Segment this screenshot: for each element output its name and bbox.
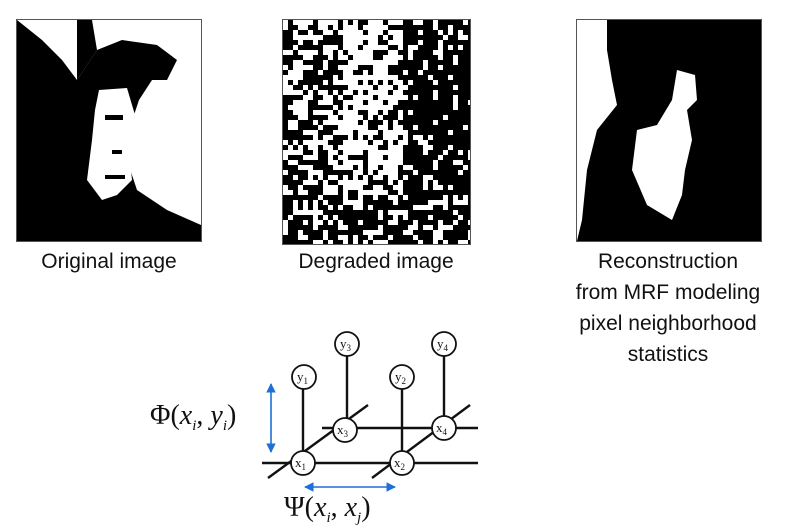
svg-text:x2: x2 <box>394 455 405 472</box>
lattice-edges <box>262 344 478 479</box>
svg-text:y3: y3 <box>340 336 352 353</box>
node-y4: y4 <box>431 331 457 357</box>
caption-reconstruction: Reconstruction from MRF modeling pixel n… <box>575 250 761 366</box>
degraded-image <box>282 19 471 245</box>
node-x2: x2 <box>389 450 415 476</box>
phi-label: Φ(xi, yi) <box>150 400 237 434</box>
node-y1: y1 <box>291 364 317 390</box>
svg-text:y1: y1 <box>297 369 308 386</box>
svg-text:y2: y2 <box>395 369 406 386</box>
node-x4: x4 <box>431 415 457 441</box>
svg-text:x1: x1 <box>295 455 306 472</box>
reconstruction-image <box>576 19 762 242</box>
svg-text:x4: x4 <box>436 420 448 437</box>
psi-label: Ψ(xi, xj) <box>284 492 371 526</box>
svg-text:y4: y4 <box>437 336 449 353</box>
node-y3: y3 <box>334 331 360 357</box>
caption-original: Original image <box>41 250 177 273</box>
svg-text:x3: x3 <box>337 422 349 439</box>
caption-degraded: Degraded image <box>298 250 454 273</box>
node-x3: x3 <box>332 417 358 443</box>
node-y2: y2 <box>389 364 415 390</box>
original-image <box>16 19 202 242</box>
node-x1: x1 <box>290 450 316 476</box>
